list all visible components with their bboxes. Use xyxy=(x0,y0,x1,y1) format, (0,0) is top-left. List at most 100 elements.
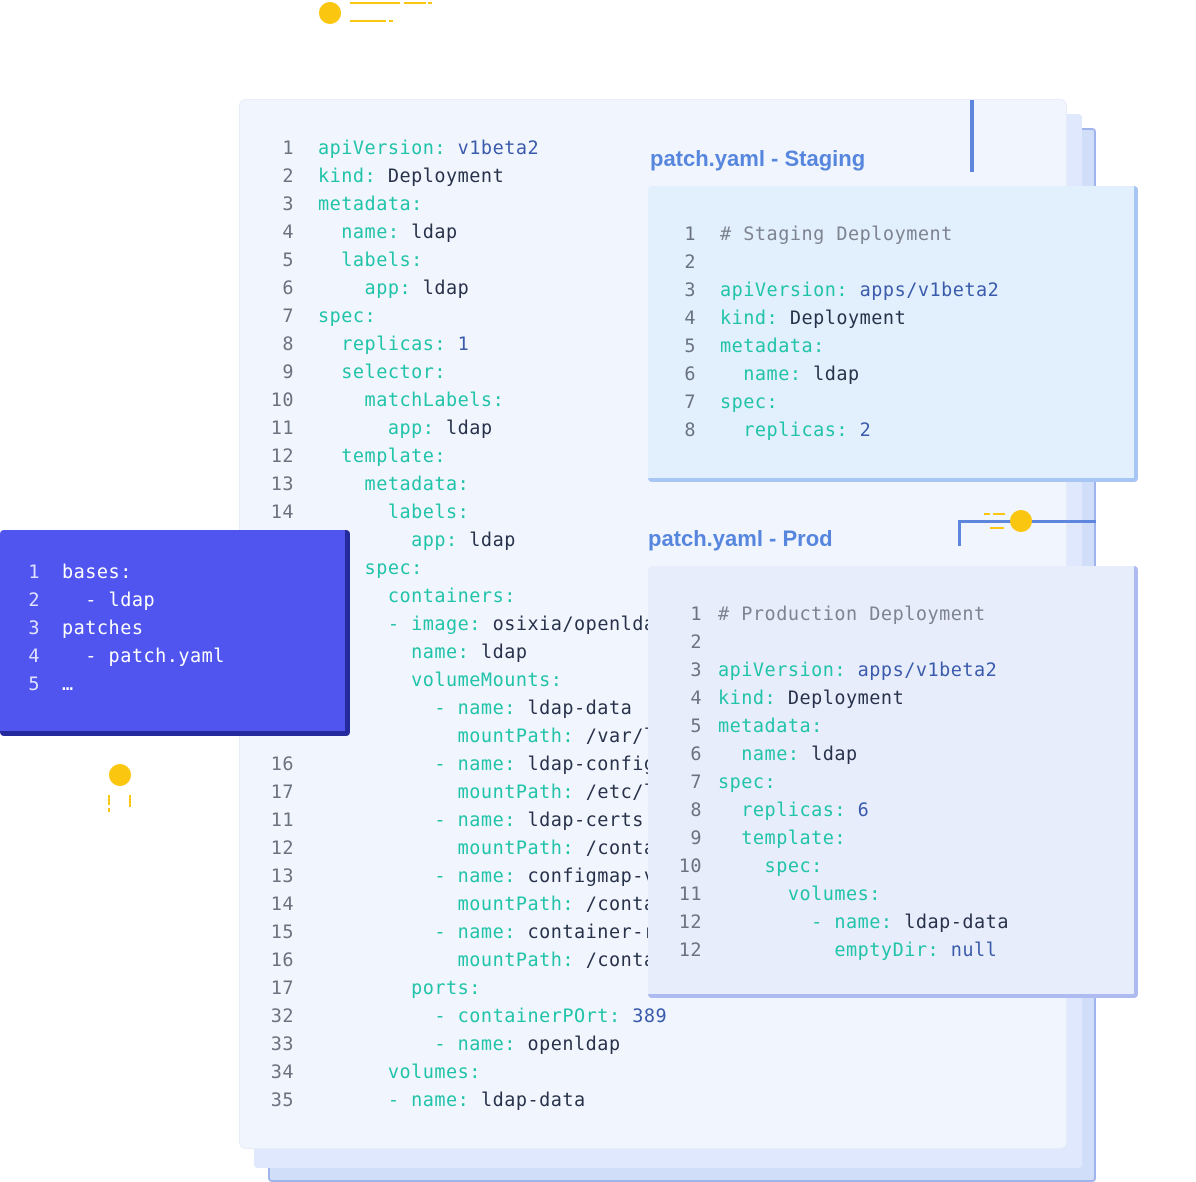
code-token: app: xyxy=(318,418,447,439)
line-number: 3 xyxy=(282,194,294,215)
line-number: 7 xyxy=(282,306,294,327)
code-token: /var/l xyxy=(585,726,656,747)
code-token: replicas: xyxy=(720,420,860,441)
code-line: mountPath: /conta xyxy=(318,835,656,863)
code-line: - ldap xyxy=(62,590,156,611)
code-line: labels: xyxy=(318,247,423,275)
code-line: metadata: xyxy=(318,191,423,219)
code-line: - name: ldap-data xyxy=(318,695,632,723)
accent-dash xyxy=(350,2,400,4)
code-token: - name: xyxy=(318,754,528,775)
code-line: kind: Deployment xyxy=(720,305,906,333)
code-line: - patch.yaml xyxy=(62,646,225,667)
code-token: - name: xyxy=(318,922,528,943)
line-number: 16 xyxy=(270,950,294,971)
code-token: kind: xyxy=(720,308,790,329)
code-token: ldap xyxy=(811,744,858,765)
code-line: - name: container-r xyxy=(318,919,656,947)
code-token: /conta xyxy=(585,838,656,859)
code-token: spec: xyxy=(718,856,823,877)
code-token: ldap xyxy=(422,278,470,299)
code-line: app: ldap xyxy=(318,275,469,303)
code-line: spec: xyxy=(318,555,423,583)
line-number: 1 xyxy=(282,138,294,159)
line-number: 12 xyxy=(270,446,294,467)
code-token: selector: xyxy=(318,362,447,383)
line-number: 12 xyxy=(270,838,294,859)
line-number: 13 xyxy=(270,474,294,495)
code-line: replicas: 2 xyxy=(720,417,871,445)
code-line: apiVersion: v1beta2 xyxy=(318,135,539,163)
code-token: ldap-data xyxy=(527,698,633,719)
code-line: app: ldap xyxy=(318,527,516,555)
line-number: 12 xyxy=(678,940,702,961)
accent-dash xyxy=(428,2,432,4)
code-token: template: xyxy=(718,828,847,849)
code-token: 1 xyxy=(457,334,470,355)
line-number: 34 xyxy=(270,1062,294,1083)
code-line: apiVersion: apps/v1beta2 xyxy=(718,657,997,685)
code-token: container-r xyxy=(527,922,656,943)
code-token: labels: xyxy=(318,502,470,523)
code-token: emptyDir: xyxy=(718,940,951,961)
line-number: 5 xyxy=(690,716,702,737)
code-token: spec: xyxy=(720,392,779,413)
code-line: metadata: xyxy=(718,713,823,741)
code-line: mountPath: /conta xyxy=(318,947,656,975)
code-line: emptyDir: null xyxy=(718,937,997,965)
code-line: template: xyxy=(718,825,846,853)
accent-dash xyxy=(389,20,393,22)
line-number: 32 xyxy=(270,1006,294,1027)
line-number: 2 xyxy=(690,632,702,653)
code-token: ldap-data xyxy=(904,912,1009,933)
line-number: 9 xyxy=(690,828,702,849)
code-token: ldap-config xyxy=(527,754,656,775)
line-number: 3 xyxy=(28,618,40,639)
code-token: volumeMounts: xyxy=(318,670,563,691)
accent-dash xyxy=(984,513,990,515)
accent-dash xyxy=(108,808,110,812)
line-number: 12 xyxy=(678,912,702,933)
code-line: - name: openldap xyxy=(318,1031,621,1059)
staging-title: patch.yaml - Staging xyxy=(650,146,866,171)
code-token: openldap xyxy=(527,1034,621,1055)
code-token: Deployment xyxy=(787,688,905,709)
accent-dash xyxy=(993,513,1005,515)
code-token: apps/v1beta2 xyxy=(857,660,998,681)
line-number: 4 xyxy=(690,688,702,709)
code-token: replicas: xyxy=(718,800,858,821)
code-token: name: xyxy=(720,364,814,385)
code-line: volumes: xyxy=(718,881,881,909)
code-token: ldap xyxy=(469,530,516,551)
code-line: labels: xyxy=(318,499,469,527)
code-token: - name: xyxy=(318,866,528,887)
code-token: matchLabels: xyxy=(318,390,505,411)
code-line: name: ldap xyxy=(318,219,458,247)
code-line: metadata: xyxy=(318,471,469,499)
line-number: 10 xyxy=(678,856,702,877)
code-token: volumes: xyxy=(718,884,881,905)
code-token: mountPath: xyxy=(318,782,586,803)
line-number: 1 xyxy=(690,604,702,625)
code-token: apiVersion: xyxy=(718,660,858,681)
code-line: volumeMounts: xyxy=(318,667,562,695)
line-number: 6 xyxy=(690,744,702,765)
code-token: spec: xyxy=(318,306,377,327)
line-number: 11 xyxy=(270,810,294,831)
code-token: name: xyxy=(318,642,481,663)
code-token: labels: xyxy=(318,250,423,271)
code-token: name: xyxy=(318,222,412,243)
code-token: replicas: xyxy=(318,334,458,355)
code-line: kind: Deployment xyxy=(318,163,504,191)
code-token: app: xyxy=(318,530,470,551)
code-token: ldap-data xyxy=(480,1090,586,1111)
code-line: kind: Deployment xyxy=(718,685,904,713)
line-number: 8 xyxy=(282,334,294,355)
line-number: 7 xyxy=(684,392,696,413)
code-token: spec: xyxy=(718,772,777,793)
code-token: kind: xyxy=(718,688,788,709)
line-number: 4 xyxy=(28,646,40,667)
line-number: 1 xyxy=(28,562,40,583)
